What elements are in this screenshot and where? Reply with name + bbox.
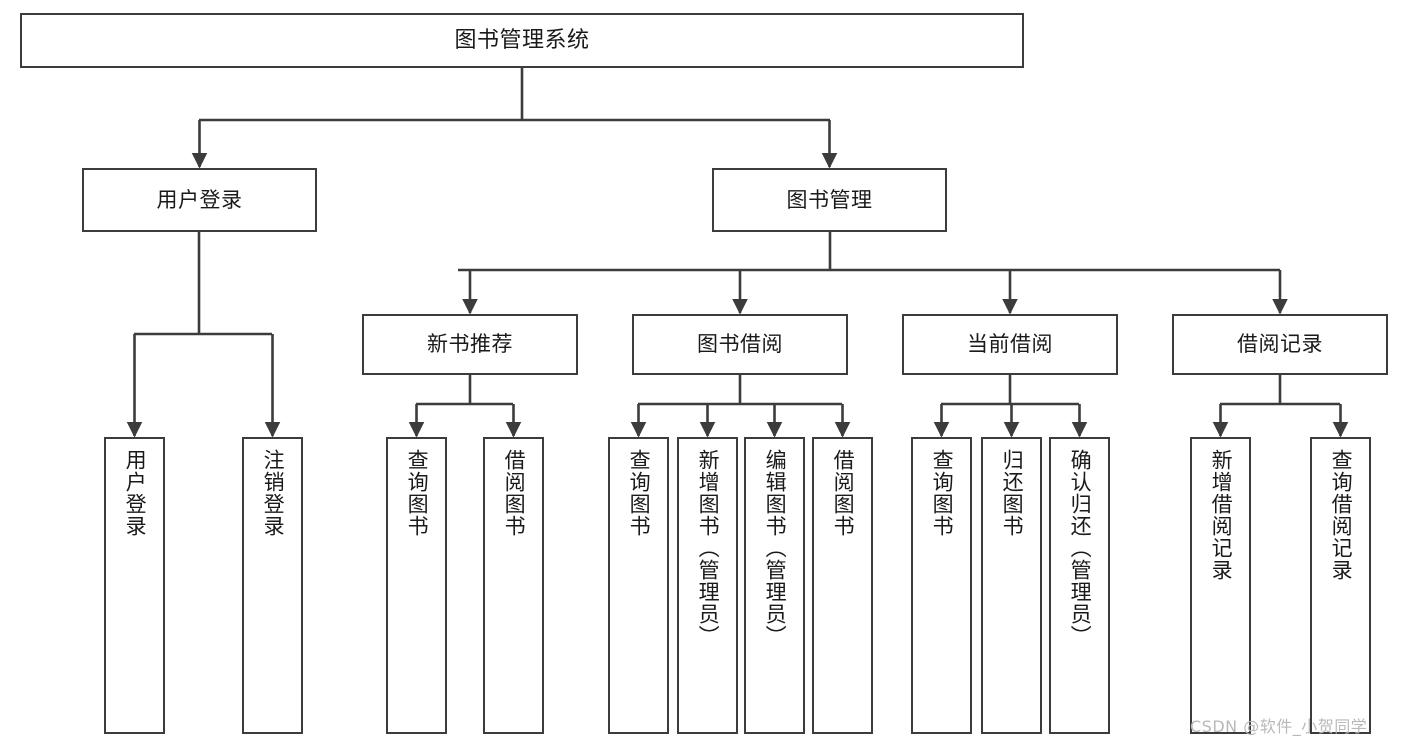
node-label: 图书借阅 <box>697 332 783 357</box>
node-new-book-rec[interactable]: 新书推荐 <box>362 314 578 375</box>
node-label: 图书管理 <box>786 187 873 212</box>
node-label: 查询借阅记录 <box>1329 449 1354 581</box>
node-user-login[interactable]: 用户登录 <box>82 168 317 232</box>
node-label: 借阅图书 <box>502 449 527 537</box>
node-label: 当前借阅 <box>967 332 1053 357</box>
node-leaf-query-book-c[interactable]: 查询图书 <box>911 437 972 734</box>
node-label: 新书推荐 <box>427 332 513 357</box>
node-label: 借阅记录 <box>1237 332 1323 357</box>
node-root[interactable]: 图书管理系统 <box>20 13 1024 68</box>
node-leaf-add-record[interactable]: 新增借阅记录 <box>1190 437 1251 734</box>
node-leaf-query-book-b[interactable]: 查询图书 <box>608 437 669 734</box>
node-label: 借阅图书 <box>831 449 856 537</box>
node-leaf-query-book-a[interactable]: 查询图书 <box>386 437 447 734</box>
node-label: 用户登录 <box>156 187 243 212</box>
node-label: 用户登录 <box>123 449 148 537</box>
node-leaf-user-logout[interactable]: 注销登录 <box>242 437 303 734</box>
node-label: 新增图书（管理员） <box>696 449 721 647</box>
node-book-manage[interactable]: 图书管理 <box>712 168 947 232</box>
node-leaf-borrow-book-b[interactable]: 借阅图书 <box>812 437 873 734</box>
node-label: 归还图书 <box>1000 449 1025 537</box>
node-label: 确认归还（管理员） <box>1068 449 1093 647</box>
node-label: 新增借阅记录 <box>1209 449 1234 581</box>
node-label: 查询图书 <box>405 449 430 537</box>
node-current-borrow[interactable]: 当前借阅 <box>902 314 1118 375</box>
node-book-borrow[interactable]: 图书借阅 <box>632 314 848 375</box>
node-label: 图书管理系统 <box>454 27 590 53</box>
node-leaf-confirm-return[interactable]: 确认归还（管理员） <box>1049 437 1110 734</box>
node-leaf-return-book[interactable]: 归还图书 <box>981 437 1042 734</box>
node-label: 注销登录 <box>261 449 286 537</box>
csdn-watermark: CSDN @软件_小贺同学 <box>1190 717 1368 736</box>
node-borrow-record[interactable]: 借阅记录 <box>1172 314 1388 375</box>
node-label: 编辑图书（管理员） <box>763 449 788 647</box>
node-leaf-user-login[interactable]: 用户登录 <box>104 437 165 734</box>
node-label: 查询图书 <box>930 449 955 537</box>
node-leaf-borrow-book-a[interactable]: 借阅图书 <box>483 437 544 734</box>
node-leaf-edit-book[interactable]: 编辑图书（管理员） <box>744 437 805 734</box>
node-leaf-query-record[interactable]: 查询借阅记录 <box>1310 437 1371 734</box>
node-label: 查询图书 <box>627 449 652 537</box>
node-leaf-add-book[interactable]: 新增图书（管理员） <box>677 437 738 734</box>
